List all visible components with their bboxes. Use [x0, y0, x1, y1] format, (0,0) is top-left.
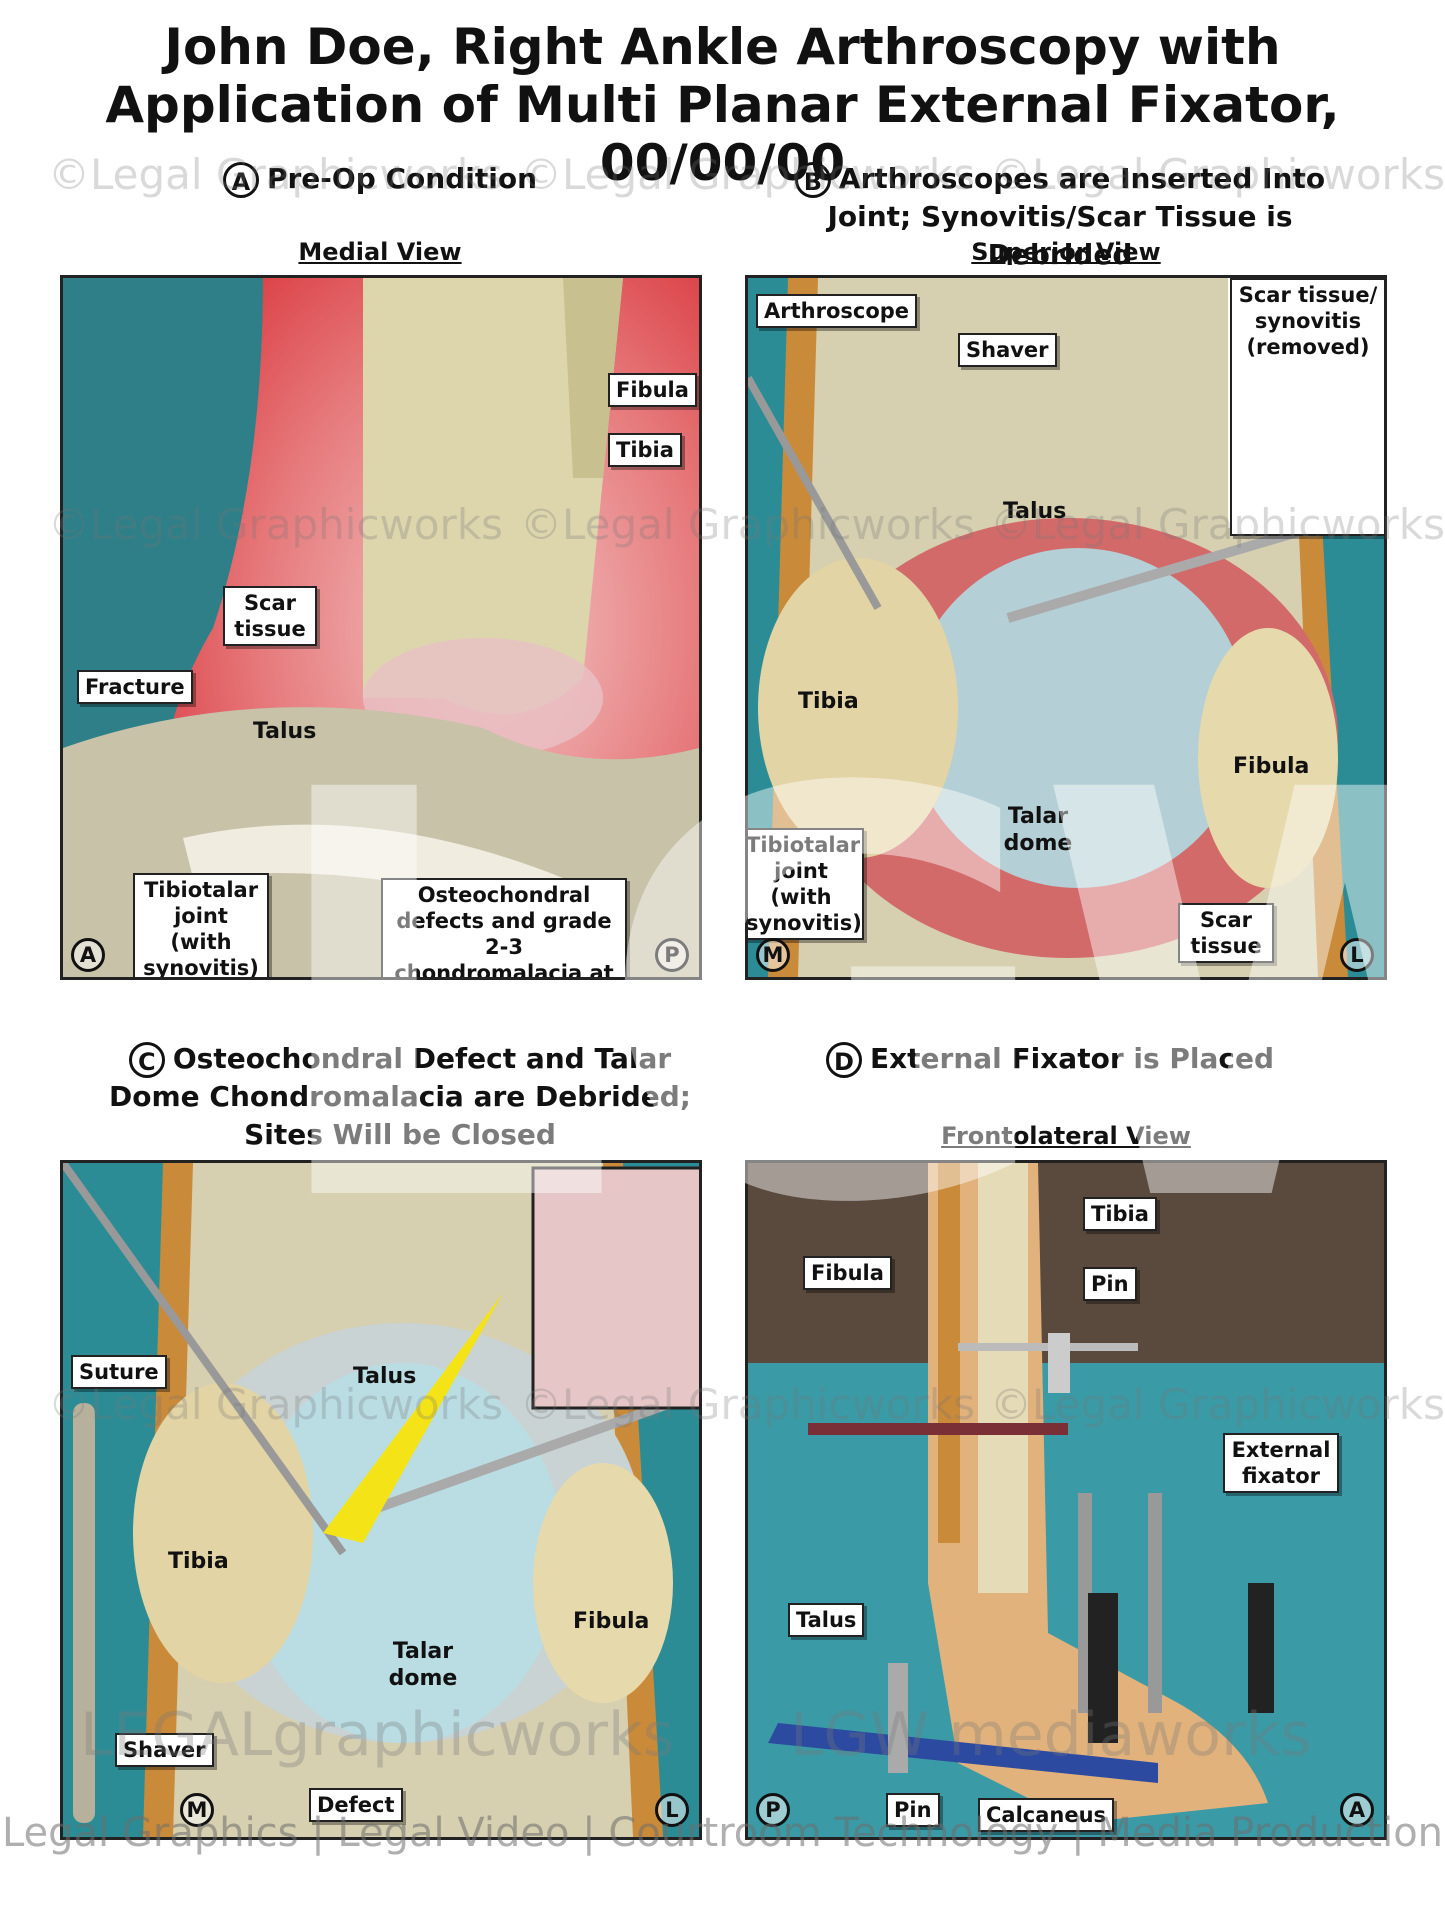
label-d-external-fixator: External fixator — [1223, 1433, 1339, 1493]
orient-c-left: M — [180, 1793, 214, 1827]
label-b-tibiotalar: Tibiotalar joint (with synovitis) — [748, 828, 864, 940]
label-b-talar-dome: Talar dome — [1003, 804, 1073, 856]
brand-right: LGW mediaworks — [790, 1700, 1312, 1770]
label-d-fibula: Fibula — [803, 1256, 892, 1290]
panel-d-view-label: Frontolateral View — [941, 1122, 1191, 1150]
label-c-talar-dome: Talar dome — [388, 1639, 458, 1691]
label-a-talus: Talus — [253, 719, 317, 744]
brand-left: LEGALgraphicworks — [80, 1700, 675, 1770]
label-c-fibula: Fibula — [573, 1609, 650, 1634]
label-a-fibula: Fibula — [608, 373, 697, 407]
panel-b-art — [748, 278, 1384, 977]
panel-b-illustration: Arthroscope Shaver Scar tissue/ synoviti… — [745, 275, 1387, 980]
label-d-tibia: Tibia — [1083, 1197, 1157, 1231]
footer-tagline: Legal Graphics | Legal Video | Courtroom… — [1, 1810, 1444, 1856]
panel-b-badge: B — [794, 162, 831, 198]
page-title: John Doe, Right Ankle Arthroscopy with A… — [105, 18, 1340, 192]
label-b-fibula: Fibula — [1233, 754, 1310, 779]
label-c-tibia: Tibia — [168, 1549, 229, 1574]
label-c-shaver: Shaver — [115, 1733, 214, 1767]
orient-a-right: P — [655, 938, 689, 972]
label-b-arthroscope: Arthroscope — [756, 294, 918, 328]
panel-a-badge: A — [222, 162, 259, 198]
orient-d-left: P — [756, 1793, 790, 1827]
label-a-tibia: Tibia — [608, 433, 682, 467]
panel-d-badge: D — [825, 1042, 862, 1078]
panel-c-badge: C — [128, 1042, 165, 1078]
orient-b-left: M — [756, 938, 790, 972]
panel-d-illustration: Tibia Fibula Pin External fixator Talus … — [745, 1160, 1387, 1840]
panel-d-art — [748, 1163, 1384, 1837]
label-c-talus: Talus — [353, 1364, 417, 1389]
label-c-suture: Suture — [71, 1355, 167, 1389]
orient-a-left: A — [71, 938, 105, 972]
panel-a-art — [63, 278, 699, 977]
label-a-tibiotalar: Tibiotalar joint (with synovitis) — [133, 873, 269, 977]
panel-c-art — [63, 1163, 699, 1837]
label-b-scar-tissue: Scar tissue — [1178, 903, 1274, 963]
label-a-fracture: Fracture — [77, 670, 193, 704]
label-b-shaver: Shaver — [958, 333, 1057, 367]
label-b-talus: Talus — [1003, 499, 1067, 524]
label-b-scar-removed: Scar tissue/ synovitis (removed) — [1230, 278, 1384, 536]
label-d-pin-top: Pin — [1083, 1267, 1137, 1301]
panel-b-view-label: Superior View — [971, 238, 1161, 266]
label-b-tibia: Tibia — [798, 689, 859, 714]
panel-a-view-label: Medial View — [298, 238, 462, 266]
label-a-scar-tissue: Scar tissue — [223, 586, 317, 646]
label-a-osteochondral: Osteochondral defects and grade 2-3 chon… — [381, 878, 627, 977]
panel-a-illustration: Fibula Tibia Scar tissue Fracture Talus … — [60, 275, 702, 980]
label-d-pin-bottom: Pin — [886, 1793, 940, 1827]
panel-c-illustration: Suture Talus Tibia Fibula Talar dome Sha… — [60, 1160, 702, 1840]
orient-c-right: L — [655, 1793, 689, 1827]
label-d-calcaneus: Calcaneus — [978, 1798, 1115, 1832]
orient-d-right: A — [1340, 1793, 1374, 1827]
label-d-talus: Talus — [788, 1603, 865, 1637]
label-c-defect: Defect — [309, 1788, 403, 1822]
orient-b-right: L — [1340, 938, 1374, 972]
